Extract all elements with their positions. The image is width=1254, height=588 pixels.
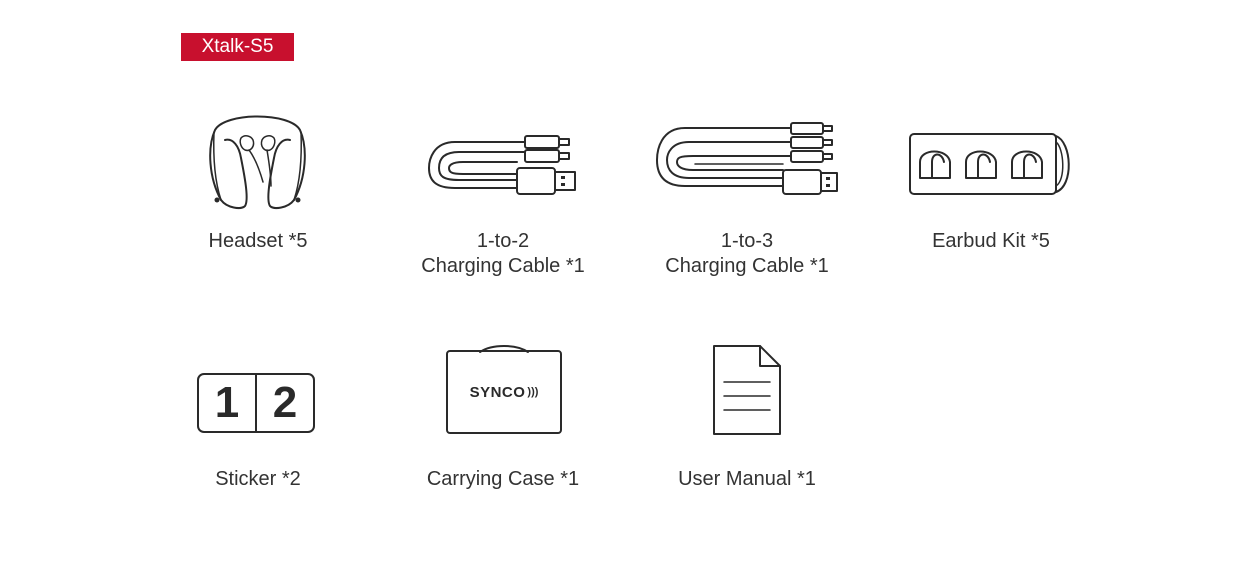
- earbud-kit-icon: [909, 133, 1070, 195]
- product-badge: Xtalk-S5: [181, 33, 294, 61]
- charging-cable-1to2-icon: [428, 135, 576, 195]
- charging-cable-1to3-icon: [656, 122, 838, 195]
- sticker-digit-1: 1: [199, 375, 257, 431]
- item-label-headset: Headset *5: [208, 230, 308, 252]
- headset-icon: [209, 115, 306, 209]
- carrying-case-icon: SYNCO ))): [446, 344, 562, 436]
- case-brand-logo: SYNCO: [469, 383, 526, 401]
- item-label-user-manual: User Manual *1: [678, 468, 816, 490]
- brand-signal-icon: ))): [527, 386, 539, 398]
- sticker-digit-2: 2: [272, 378, 298, 427]
- case-body: SYNCO ))): [446, 350, 562, 434]
- user-manual-icon: [713, 345, 781, 435]
- sticker-icon: 1 2: [197, 373, 315, 433]
- item-label-earbud-kit: Earbud Kit *5: [932, 230, 1050, 252]
- item-label-carrying-case: Carrying Case *1: [426, 468, 580, 490]
- item-label-sticker: Sticker *2: [215, 468, 301, 490]
